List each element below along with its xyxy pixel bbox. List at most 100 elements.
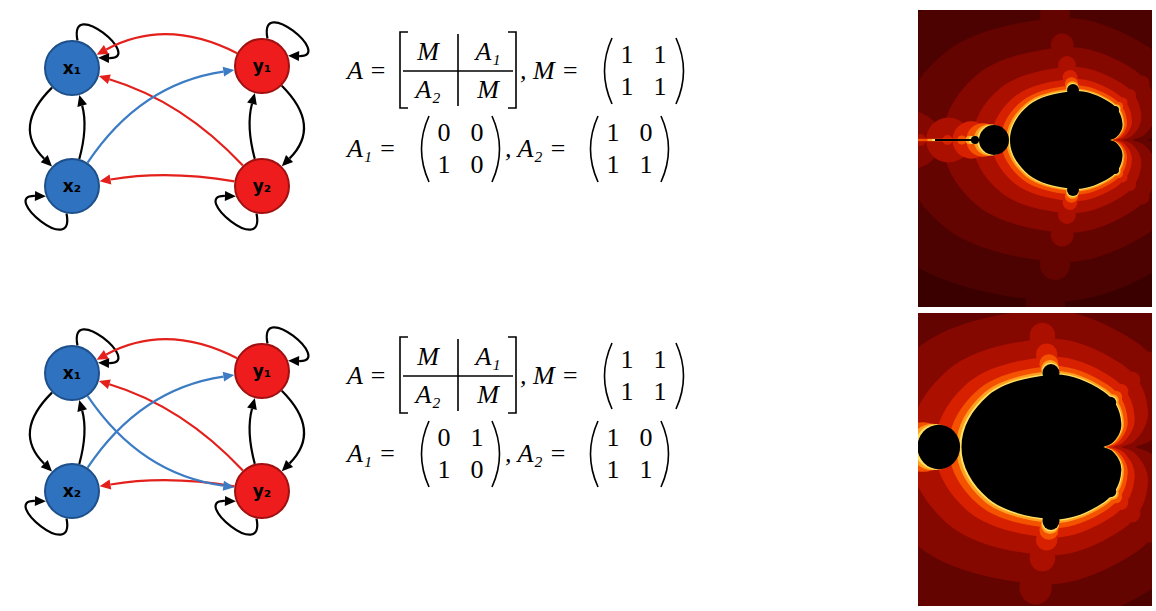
- arrowhead: [77, 95, 87, 107]
- matrix-entry: 1: [654, 347, 667, 373]
- edge-line: [106, 34, 237, 53]
- math-text: , M =: [520, 58, 579, 84]
- math-text: , A₂ =: [505, 441, 567, 467]
- circle-node: x₁: [44, 40, 100, 96]
- edge-line: [30, 88, 52, 159]
- math-text: A₁ =: [347, 136, 396, 162]
- parenthesis: [605, 343, 613, 409]
- matrix-entry: 1: [654, 42, 667, 68]
- circle-node: y₁: [234, 343, 290, 399]
- matrix-entry: 1: [621, 379, 634, 405]
- arrowhead: [99, 380, 111, 390]
- math-text: , A₂ =: [505, 136, 567, 162]
- edge-line: [79, 411, 84, 464]
- edge-arrow: [282, 86, 304, 166]
- arrowhead: [97, 45, 109, 55]
- node-label: y₂: [253, 481, 272, 501]
- edge-arrow: [100, 175, 235, 185]
- matrix-entry: 1: [621, 42, 634, 68]
- matrix-entry: 0: [640, 120, 653, 146]
- parenthesis: [605, 38, 613, 104]
- edge-arrow: [97, 339, 238, 360]
- arrowhead: [223, 481, 235, 491]
- math-text: A₁ =: [347, 441, 396, 467]
- matrix-entry: 1: [471, 425, 484, 451]
- matrix-entry: 1: [607, 152, 620, 178]
- matrix-entry: 0: [471, 457, 484, 483]
- matrix-entry: 1: [654, 379, 667, 405]
- arrowhead: [288, 51, 299, 61]
- block-divider: [457, 34, 459, 106]
- arrowhead: [99, 75, 111, 85]
- circle-node: x₂: [44, 158, 100, 214]
- matrix-entry: 0: [471, 120, 484, 146]
- matrix-entry: 0: [438, 120, 451, 146]
- edge-line: [282, 86, 304, 159]
- block-divider: [457, 339, 459, 411]
- matrix-entry: 1: [640, 457, 653, 483]
- arrowhead: [98, 358, 109, 368]
- arrowhead: [100, 480, 112, 490]
- arrowhead: [247, 93, 257, 105]
- edge-arrow: [88, 396, 235, 491]
- edge-line: [88, 72, 224, 163]
- edge-line: [111, 175, 235, 181]
- arrowhead: [100, 175, 112, 185]
- edge-arrow: [247, 93, 257, 159]
- edge-line: [109, 384, 243, 470]
- node-label: x₂: [63, 481, 81, 501]
- arrowhead: [41, 460, 52, 471]
- circle-node: x₂: [44, 463, 100, 519]
- parenthesis: [591, 421, 599, 487]
- math-text: M: [417, 39, 439, 65]
- node-label: y₁: [253, 56, 272, 76]
- node-label: y₂: [253, 176, 272, 196]
- edge-arrow: [77, 400, 87, 464]
- arrowhead: [282, 460, 293, 471]
- math-text: A₁: [476, 39, 501, 65]
- math-text: A₂: [416, 382, 441, 408]
- fractal-set: [918, 313, 1152, 606]
- edge-line: [250, 409, 255, 464]
- edge-line: [79, 106, 84, 159]
- edge-arrow: [282, 391, 304, 471]
- node-label: x₁: [63, 363, 81, 383]
- math-text: A =: [347, 58, 386, 84]
- block-divider: [403, 375, 513, 377]
- math-text: M: [477, 382, 499, 408]
- arrowhead: [41, 155, 52, 166]
- arrowhead: [223, 372, 235, 382]
- bracket: [508, 337, 516, 413]
- math-text: A =: [347, 363, 386, 389]
- parenthesis: [661, 421, 669, 487]
- bracket: [400, 32, 408, 108]
- matrix-entry: 1: [621, 347, 634, 373]
- matrix-entry: 1: [607, 425, 620, 451]
- edge-arrow: [30, 393, 52, 472]
- math-text: M: [477, 77, 499, 103]
- matrix-entry: 1: [438, 457, 451, 483]
- parenthesis: [492, 116, 500, 182]
- matrix-brackets: [400, 32, 684, 487]
- matrix-entry: 1: [607, 120, 620, 146]
- parenthesis: [591, 116, 599, 182]
- matrix-entry: 0: [438, 425, 451, 451]
- node-label: y₁: [253, 361, 272, 381]
- parenthesis: [676, 343, 684, 409]
- math-text: , M =: [520, 363, 579, 389]
- bracket: [508, 32, 516, 108]
- math-text: A₁: [476, 344, 501, 370]
- fractal-image: [918, 10, 1152, 307]
- edge-line: [250, 104, 255, 159]
- circle-node: x₁: [44, 345, 100, 401]
- parenthesis: [676, 38, 684, 104]
- circle-node: y₂: [234, 463, 290, 519]
- arrowhead: [77, 400, 87, 412]
- edge-arrow: [77, 95, 87, 159]
- matrix-entry: 1: [438, 152, 451, 178]
- matrix-entry: 1: [621, 74, 634, 100]
- arrowhead: [247, 398, 257, 410]
- edge-arrow: [88, 67, 235, 163]
